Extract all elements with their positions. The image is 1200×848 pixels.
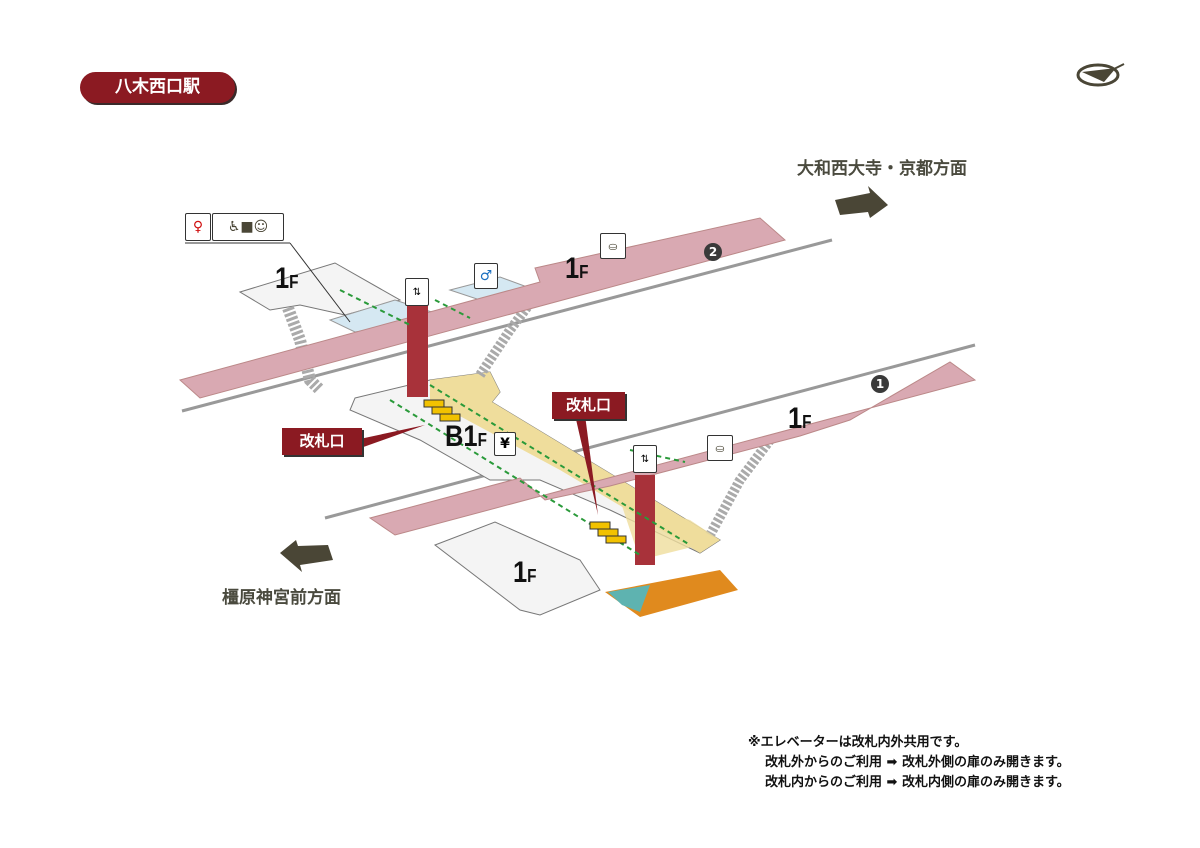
restroom-leader-line bbox=[289, 242, 351, 323]
arrow-south-icon bbox=[280, 540, 333, 572]
direction-south-label: 橿原神宮前方面 bbox=[222, 588, 341, 608]
arrow-north-icon bbox=[835, 186, 888, 218]
floor-label-b1: B1F bbox=[445, 420, 487, 453]
floor-label-upper-right: 1F bbox=[565, 252, 589, 285]
waiting-bench-icon: ⛀ bbox=[600, 233, 626, 259]
notes: ※エレベーターは改札内外共用です。 改札外からのご利用 ➡ 改札外側の扉のみ開き… bbox=[748, 733, 1070, 793]
ticket-gate-label-b1: 改札口 bbox=[282, 428, 362, 455]
track-lower bbox=[324, 343, 976, 520]
exit-area-teal bbox=[608, 585, 650, 612]
direction-north-label: 大和西大寺・京都方面 bbox=[797, 159, 967, 179]
waiting-bench-icon: ⛀ bbox=[707, 435, 733, 461]
platform-number-2: 2 bbox=[704, 243, 722, 261]
ticket-gate-label-lower: 改札口 bbox=[552, 392, 625, 419]
floor-label-lower-right: 1F bbox=[788, 402, 812, 435]
ticket-gates bbox=[423, 399, 627, 544]
floor-label-lower-left: 1F bbox=[513, 556, 537, 589]
floor-label-upper-left: 1F bbox=[275, 262, 299, 295]
stairs bbox=[282, 305, 325, 395]
stairs bbox=[705, 437, 774, 538]
mens-restroom-icon: ♂ bbox=[474, 263, 498, 289]
company-logo-icon bbox=[1076, 63, 1125, 87]
gate-callout-pointer bbox=[355, 425, 425, 450]
womens-restroom-icon: ♀ bbox=[185, 213, 211, 241]
elevator-shaft-lower bbox=[635, 475, 655, 565]
gate-callout-pointer bbox=[575, 415, 598, 515]
lower-1f-area bbox=[433, 521, 601, 616]
station-name-badge: 八木西口駅 bbox=[80, 72, 235, 103]
ticket-machine-icon: ¥ bbox=[494, 432, 516, 456]
note-line: ※エレベーターは改札内外共用です。 bbox=[748, 735, 968, 750]
note-line: 改札内からのご利用 ➡ 改札内側の扉のみ開きます。 bbox=[765, 775, 1070, 790]
platform-1 bbox=[368, 361, 977, 536]
platform-2 bbox=[178, 217, 787, 399]
track-upper bbox=[181, 238, 833, 413]
platform-number-1: 1 bbox=[871, 375, 889, 393]
note-line: 改札外からのご利用 ➡ 改札外側の扉のみ開きます。 bbox=[765, 755, 1070, 770]
accessible-restroom-icon: ♿■☺ bbox=[212, 213, 284, 241]
elevator-icon: ⇅ bbox=[633, 445, 657, 473]
elevator-icon: ⇅ bbox=[405, 278, 429, 306]
elevator-shaft-upper bbox=[407, 305, 428, 397]
